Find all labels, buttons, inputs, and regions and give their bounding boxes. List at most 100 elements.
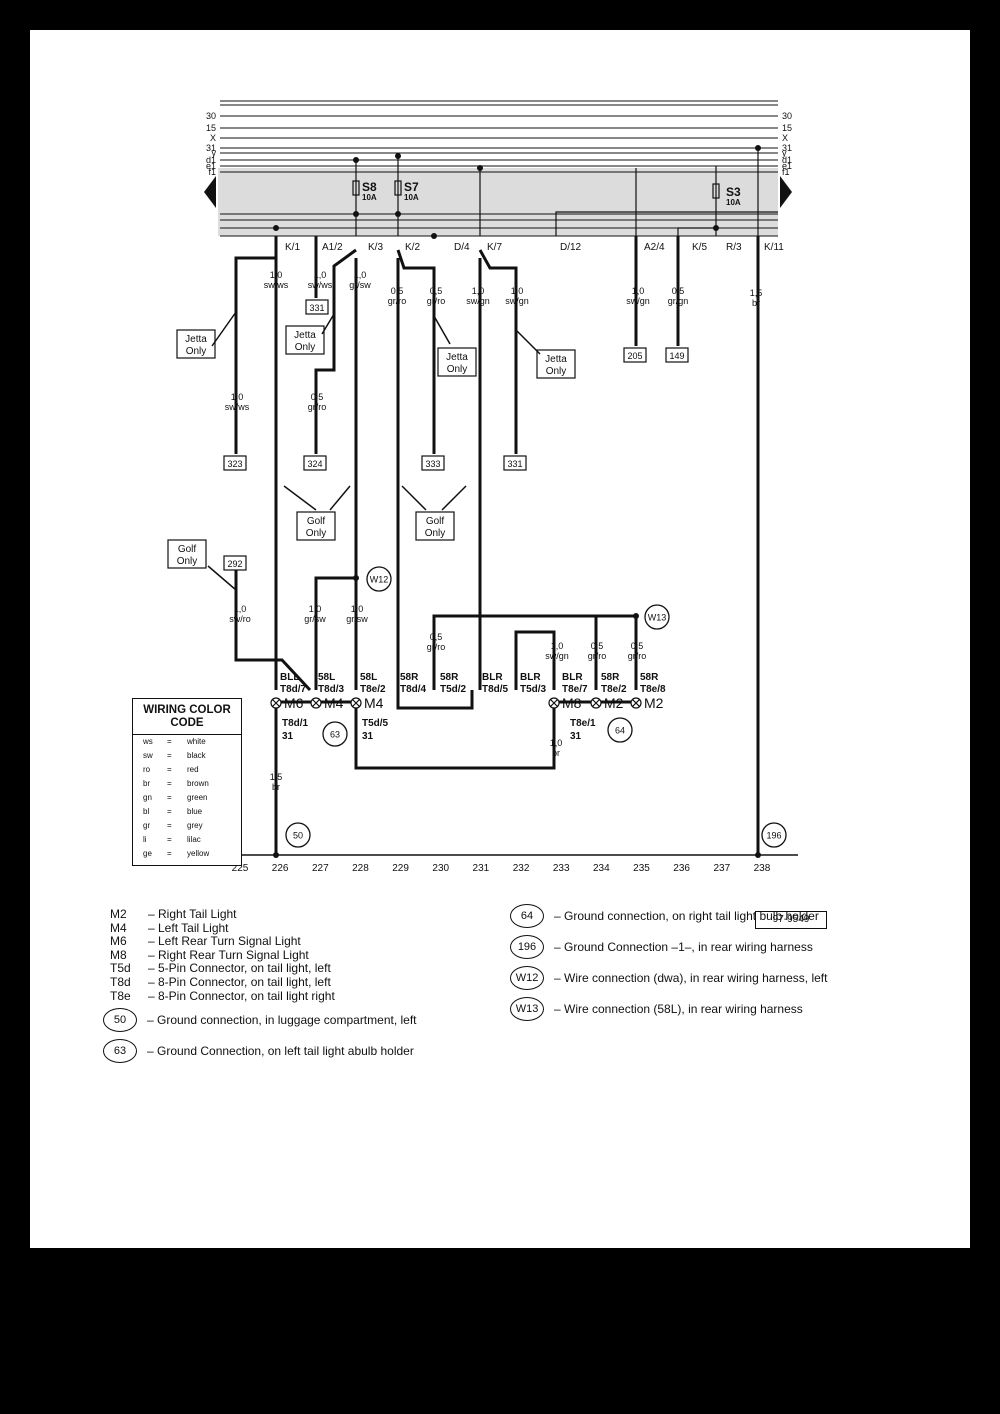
color-code-row: sw=black <box>133 749 241 763</box>
ruler-number: 238 <box>754 863 771 874</box>
bus-label-right: y <box>782 148 787 158</box>
color-code-cell: black <box>187 751 206 760</box>
target-box-label: 149 <box>669 351 684 361</box>
terminal-label: K/1 <box>285 242 300 253</box>
ground-pin-terminal: 31 <box>282 731 294 742</box>
ground-ref-desc: – Wire connection (58L), in rear wiring … <box>554 1002 803 1016</box>
note-text: Only <box>295 342 316 353</box>
color-code-cell: ge <box>143 849 152 858</box>
note-box <box>296 511 336 541</box>
target-box <box>503 455 527 471</box>
fuse-name: S3 <box>726 185 741 199</box>
ruler-number: 235 <box>633 863 650 874</box>
wire-color: sw/ws <box>308 280 333 290</box>
wire-gauge: 1,0 <box>351 604 364 614</box>
ground-ref-desc: – Ground Connection, on left tail light … <box>147 1044 414 1058</box>
ground-ref-circle: 50 <box>103 1008 137 1032</box>
bus-label-left: d1 <box>206 155 216 165</box>
reference-circle <box>366 566 392 592</box>
note-box <box>415 511 455 541</box>
bus-label-right: f1 <box>782 167 790 177</box>
wire-color: sw/ro <box>229 614 251 624</box>
color-code-cell: red <box>187 765 199 774</box>
note-text: Only <box>177 556 198 567</box>
wire-color: gr/ro <box>588 651 607 661</box>
document-id: 97-9549 <box>755 911 827 929</box>
note-text: Only <box>425 528 446 539</box>
wire-color: sw/ws <box>225 402 250 412</box>
connector-pin: T5d/2 <box>440 684 467 695</box>
color-code-cell: = <box>167 793 172 802</box>
target-box <box>305 299 329 315</box>
ruler-number: 231 <box>473 863 490 874</box>
connector-signal: BLR <box>520 672 541 683</box>
target-box <box>421 455 445 471</box>
target-box-label: 323 <box>227 459 242 469</box>
lamp-label: M4 <box>364 695 384 711</box>
bus-label-left: 15 <box>206 123 216 133</box>
ruler-number: 226 <box>272 863 289 874</box>
ground-ref-circle: 63 <box>103 1039 137 1063</box>
note-text: Golf <box>426 516 445 527</box>
bus-label-right: 30 <box>782 111 792 121</box>
color-code-cell: brown <box>187 779 209 788</box>
legend-code: M6 <box>110 934 127 949</box>
wire-color: gr/sw <box>349 280 371 290</box>
note-box <box>437 347 477 377</box>
note-text: Only <box>546 366 567 377</box>
terminal-label: A2/4 <box>644 242 665 253</box>
fuse-panel <box>204 168 792 236</box>
wire-gauge: 1,0 <box>314 270 327 280</box>
target-box-label: 331 <box>507 459 522 469</box>
note-text: Only <box>447 364 468 375</box>
lamp-label: M2 <box>604 695 624 711</box>
ground-ref: W12– Wire connection (dwa), in rear wiri… <box>510 966 827 990</box>
wire-gauge: 0,5 <box>391 286 404 296</box>
terminal-label: D/12 <box>560 242 582 253</box>
color-code-cell: = <box>167 849 172 858</box>
color-code-row: bl=blue <box>133 805 241 819</box>
lamp-cross <box>632 699 640 707</box>
connector-pin: T8e/2 <box>360 684 386 695</box>
ground-ref-circle: 64 <box>510 904 544 928</box>
reference-circle-label: 63 <box>330 730 340 740</box>
target-box-label: 333 <box>425 459 440 469</box>
terminal-label: K/2 <box>405 242 420 253</box>
bus-label-left: e1 <box>206 161 216 171</box>
ground-ref-circle: W12 <box>510 966 544 990</box>
target-box-label: 331 <box>309 303 324 313</box>
wire-color: gr/ro <box>427 296 446 306</box>
ground-pin-terminal: 31 <box>362 731 374 742</box>
wire-color: gr/ro <box>628 651 647 661</box>
ruler-number: 225 <box>232 863 249 874</box>
legend-row: T5d– 5-Pin Connector, on tail light, lef… <box>110 962 335 976</box>
lamp-label: M4 <box>324 695 344 711</box>
connector-signal: 58R <box>440 672 459 683</box>
lamp-cross <box>352 699 360 707</box>
wiring-color-code-title: WIRING COLOR CODE <box>133 699 241 735</box>
note-box <box>167 539 207 569</box>
bus-label-left: y <box>212 148 217 158</box>
reference-circle-label: 196 <box>766 831 781 841</box>
wire-color: sw/ws <box>264 280 289 290</box>
legend-row: M4– Left Tail Light <box>110 921 335 936</box>
legend-desc: – Right Rear Turn Signal Light <box>148 947 309 962</box>
fuse-rating: 10A <box>362 193 377 202</box>
ground-ref-desc: – Ground connection, in luggage compartm… <box>147 1013 417 1027</box>
reference-circle <box>285 822 311 848</box>
wire-gauge: 1,5 <box>750 288 763 298</box>
legend-row: T8e– 8-Pin Connector, on tail light righ… <box>110 989 335 1004</box>
target-box <box>223 455 247 471</box>
connector-pin: T8d/3 <box>318 684 345 695</box>
color-code-cell: ws <box>143 737 153 746</box>
ground-ref-circle: 196 <box>510 935 544 959</box>
fuse-name: S7 <box>404 180 419 194</box>
terminal-label: R/3 <box>726 242 742 253</box>
wire-gauge: 0,5 <box>311 392 324 402</box>
reference-circle-label: W13 <box>648 613 667 623</box>
connector-pin: T8d/7 <box>280 684 307 695</box>
bus-label-left: X <box>210 133 216 143</box>
color-code-cell: green <box>187 793 208 802</box>
